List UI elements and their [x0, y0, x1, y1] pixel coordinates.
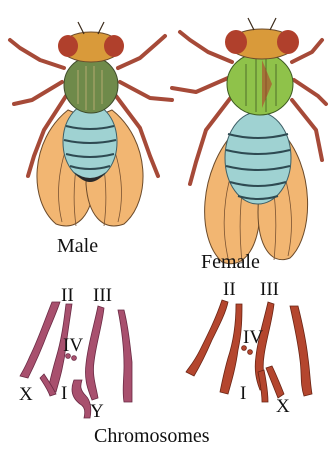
chromosomes-label: Chromosomes — [94, 426, 210, 446]
male-chromosome-X-label: X — [19, 385, 33, 404]
female-label: Female — [201, 252, 260, 272]
male-chromosome-III-label: III — [93, 286, 112, 305]
female-chromosome-III-right — [290, 306, 312, 396]
female-chromosome-X-right — [266, 366, 284, 398]
female-chromosome-I-label: I — [240, 384, 246, 403]
female-fly — [172, 18, 326, 264]
male-head — [58, 22, 124, 62]
male-chromosome-I-label: I — [61, 384, 67, 403]
female-chromosome-II-label: II — [223, 280, 236, 299]
female-abdomen — [225, 112, 291, 204]
female-chromosomes — [186, 300, 312, 402]
male-chromosome-II-label: II — [61, 286, 74, 305]
male-chromosome-III-left — [85, 306, 104, 400]
female-chromosome-IV-label: IV — [243, 328, 263, 347]
male-label: Male — [57, 236, 98, 256]
male-chromosome-III-right — [118, 310, 132, 402]
male-chromosome-Y-label: Y — [90, 402, 104, 421]
female-thorax — [227, 53, 293, 115]
female-chromosome-II-right — [220, 304, 242, 394]
male-thorax — [64, 57, 118, 113]
female-chromosome-II-left — [186, 300, 228, 376]
male-chromosome-IV-label: IV — [63, 336, 83, 355]
male-fly — [10, 22, 172, 226]
female-chromosome-X-label: X — [276, 397, 290, 416]
male-chromosome-IV-dot-2 — [72, 356, 77, 361]
female-chromosome-IV-dot-2 — [248, 350, 253, 355]
male-chromosomes — [20, 302, 132, 418]
female-head — [225, 18, 299, 59]
female-chromosome-III-label: III — [260, 280, 279, 299]
